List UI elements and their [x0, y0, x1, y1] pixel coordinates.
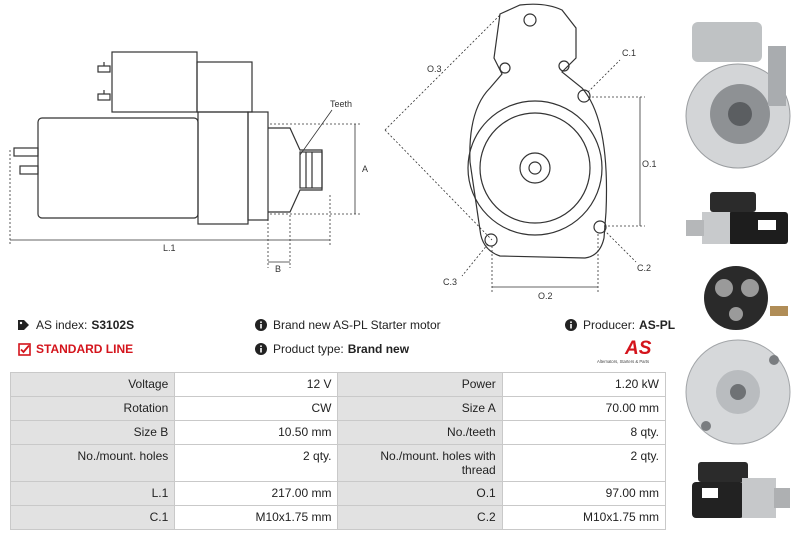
spec-value: 2 qty.	[174, 444, 339, 482]
spec-value: 10.50 mm	[174, 420, 339, 445]
logo-mark: AS	[624, 338, 652, 359]
spec-value: 2 qty.	[501, 444, 667, 482]
solenoid-body	[111, 51, 198, 113]
thumbnail-column	[672, 0, 800, 536]
product-info: AS index: S3102S STANDARD LINE Brand new…	[0, 312, 675, 368]
motor-body	[37, 117, 199, 219]
spec-label: Size B	[9, 420, 176, 445]
logo-tagline: Alternators, Starters & Parts	[597, 359, 649, 364]
table-row: C.1 M10x1.75 mm C.2 M10x1.75 mm	[9, 505, 667, 530]
front-angle-photo[interactable]	[678, 6, 796, 182]
label-o2: O.2	[538, 291, 553, 301]
spec-value: 1.20 kW	[501, 372, 667, 397]
spec-value: 217.00 mm	[174, 481, 339, 506]
spec-label: No./mount. holes	[9, 444, 176, 482]
info-icon	[254, 318, 268, 332]
spec-value: CW	[174, 396, 339, 421]
solenoid-terminals-photo[interactable]	[678, 262, 796, 332]
as-index-label: AS index:	[36, 318, 88, 332]
spec-label: Voltage	[9, 372, 176, 397]
producer-label: Producer:	[583, 318, 636, 332]
spec-label: C.2	[337, 505, 503, 530]
label-c3: C.3	[443, 277, 457, 287]
spec-label: O.1	[337, 481, 503, 506]
label-c2: C.2	[637, 263, 651, 273]
info-icon	[254, 342, 268, 356]
front-flange	[469, 3, 608, 259]
product-type-label: Product type:	[273, 342, 344, 356]
spec-label: Size A	[337, 396, 503, 421]
as-index: AS index: S3102S	[17, 318, 134, 332]
technical-drawing: Teeth A L.1 B O.3 C.1 O.1 C.2 C.3 O.2	[9, 3, 657, 301]
table-row: Rotation CW Size A 70.00 mm	[9, 396, 667, 421]
producer-value: AS-PL	[639, 318, 676, 332]
spec-value: 97.00 mm	[501, 481, 667, 506]
spec-value: 12 V	[174, 372, 339, 397]
label-teeth: Teeth	[330, 99, 352, 109]
description: Brand new AS-PL Starter motor	[254, 318, 441, 332]
producer: Producer: AS-PL	[564, 318, 675, 332]
front-flange-photo[interactable]	[678, 334, 796, 446]
checkbox-icon	[17, 342, 31, 356]
label-o3: O.3	[427, 64, 442, 74]
angled-side-photo[interactable]	[678, 456, 796, 526]
spec-label: Power	[337, 372, 503, 397]
table-row: L.1 217.00 mm O.1 97.00 mm	[9, 481, 667, 506]
label-o1: O.1	[642, 159, 657, 169]
info-icon	[564, 318, 578, 332]
product-type: Product type: Brand new	[254, 342, 409, 356]
spec-label: C.1	[9, 505, 176, 530]
spec-value: M10x1.75 mm	[501, 505, 667, 530]
description-text: Brand new AS-PL Starter motor	[273, 318, 441, 332]
spec-label: L.1	[9, 481, 176, 506]
label-c1: C.1	[622, 48, 636, 58]
table-row: Voltage 12 V Power 1.20 kW	[9, 372, 667, 397]
spec-label: No./mount. holes with thread	[337, 444, 503, 482]
label-b: B	[275, 264, 281, 274]
table-row: Size B 10.50 mm No./teeth 8 qty.	[9, 420, 667, 445]
spec-label: No./teeth	[337, 420, 503, 445]
side-view-photo[interactable]	[678, 190, 796, 250]
spec-value: 70.00 mm	[501, 396, 667, 421]
tag-icon	[17, 318, 31, 332]
standard-line-text: STANDARD LINE	[36, 342, 134, 356]
standard-line: STANDARD LINE	[17, 342, 133, 356]
label-a: A	[362, 164, 368, 174]
label-l1: L.1	[163, 243, 176, 253]
product-type-value: Brand new	[347, 342, 410, 356]
specs-table: Voltage 12 V Power 1.20 kW Rotation CW S…	[9, 372, 667, 530]
as-index-value: S3102S	[91, 318, 135, 332]
spec-value: 8 qty.	[501, 420, 667, 445]
spec-label: Rotation	[9, 396, 176, 421]
table-row: No./mount. holes 2 qty. No./mount. holes…	[9, 444, 667, 482]
spec-value: M10x1.75 mm	[174, 505, 339, 530]
as-pl-logo: AS Alternators, Starters & Parts	[597, 338, 652, 364]
